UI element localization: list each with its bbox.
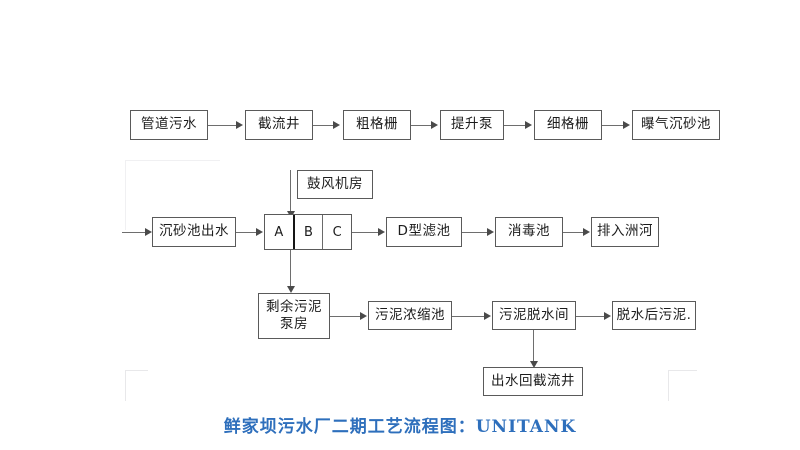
arrowhead-r2-1 [256,228,263,236]
connector-r2-2 [352,231,380,233]
page-corner-bottom-left [125,370,148,401]
arrowhead-r3-2 [484,312,491,320]
connector-dewatering-to-return [533,330,535,363]
arrowhead-r1-1 [236,121,243,129]
connector-r3-3 [576,315,606,317]
connector-r3-1 [330,315,362,317]
node-effluent-back-to-well[interactable]: 出水回截流井 [483,367,583,396]
arrowhead-unitank-down [287,286,295,293]
arrowhead-r1-3 [431,121,438,129]
arrowhead-r3-1 [360,312,367,320]
node-dewatered-sludge[interactable]: 脱水后污泥. [612,301,696,330]
connector-r2-4 [563,231,585,233]
node-sludge-dewatering-room[interactable]: 污泥脱水间 [492,301,576,330]
unitank-cell-b[interactable]: B [292,215,323,249]
connector-r2-1 [236,231,258,233]
unitank-cell-a[interactable]: A [274,224,284,240]
node-grit-chamber-effluent[interactable]: 沉砂池出水 [152,217,236,247]
page-guide-left [125,160,126,230]
connector-r3-2 [452,315,486,317]
diagram-caption: 鲜家坝污水厂二期工艺流程图：UNITANK [223,417,577,437]
connector-unitank-to-sludge [290,250,292,288]
arrowhead-r1-2 [333,121,340,129]
arrowhead-r2-4 [583,228,590,236]
node-intercepting-well[interactable]: 截流井 [245,110,313,140]
sludge-pump-house-label-line2: 泵房 [280,316,308,332]
sludge-pump-house-label-line1: 剩余污泥 [266,299,322,316]
connector-blower-to-unitank [290,170,292,213]
unitank-cell-c[interactable]: C [322,215,351,249]
arrowhead-inflow-row2 [145,228,152,236]
node-blower-room[interactable]: 鼓风机房 [297,170,373,199]
node-pipe-sewage[interactable]: 管道污水 [130,110,208,140]
connector-r1-3 [411,124,433,126]
node-lift-pump[interactable]: 提升泵 [440,110,504,140]
connector-inflow-row2 [122,231,147,233]
page-corner-bottom-right [668,370,697,401]
node-aerated-grit-chamber[interactable]: 曝气沉砂池 [632,110,720,140]
arrowhead-r1-4 [525,121,532,129]
node-sludge-thickening-tank[interactable]: 污泥浓缩池 [368,301,452,330]
node-d-type-filter[interactable]: D型滤池 [386,217,462,247]
connector-r1-5 [602,124,625,126]
arrowhead-r1-5 [623,121,630,129]
arrowhead-r2-3 [487,228,494,236]
arrowhead-r2-2 [378,228,385,236]
node-unitank-reactor[interactable]: A B C [264,214,352,250]
connector-r2-3 [462,231,489,233]
node-disinfection-tank[interactable]: 消毒池 [495,217,563,247]
connector-r1-1 [208,124,238,126]
arrowhead-r3-3 [604,312,611,320]
arrowhead-return-down [530,361,538,368]
node-excess-sludge-pump-house[interactable]: 剩余污泥 泵房 [258,293,330,339]
connector-r1-4 [504,124,527,126]
page-guide-top-left [125,160,220,161]
node-discharge-to-zhouhe[interactable]: 排入洲河 [591,217,659,247]
node-fine-grille[interactable]: 细格栅 [534,110,602,140]
node-coarse-grille[interactable]: 粗格栅 [343,110,411,140]
connector-r1-2 [313,124,335,126]
